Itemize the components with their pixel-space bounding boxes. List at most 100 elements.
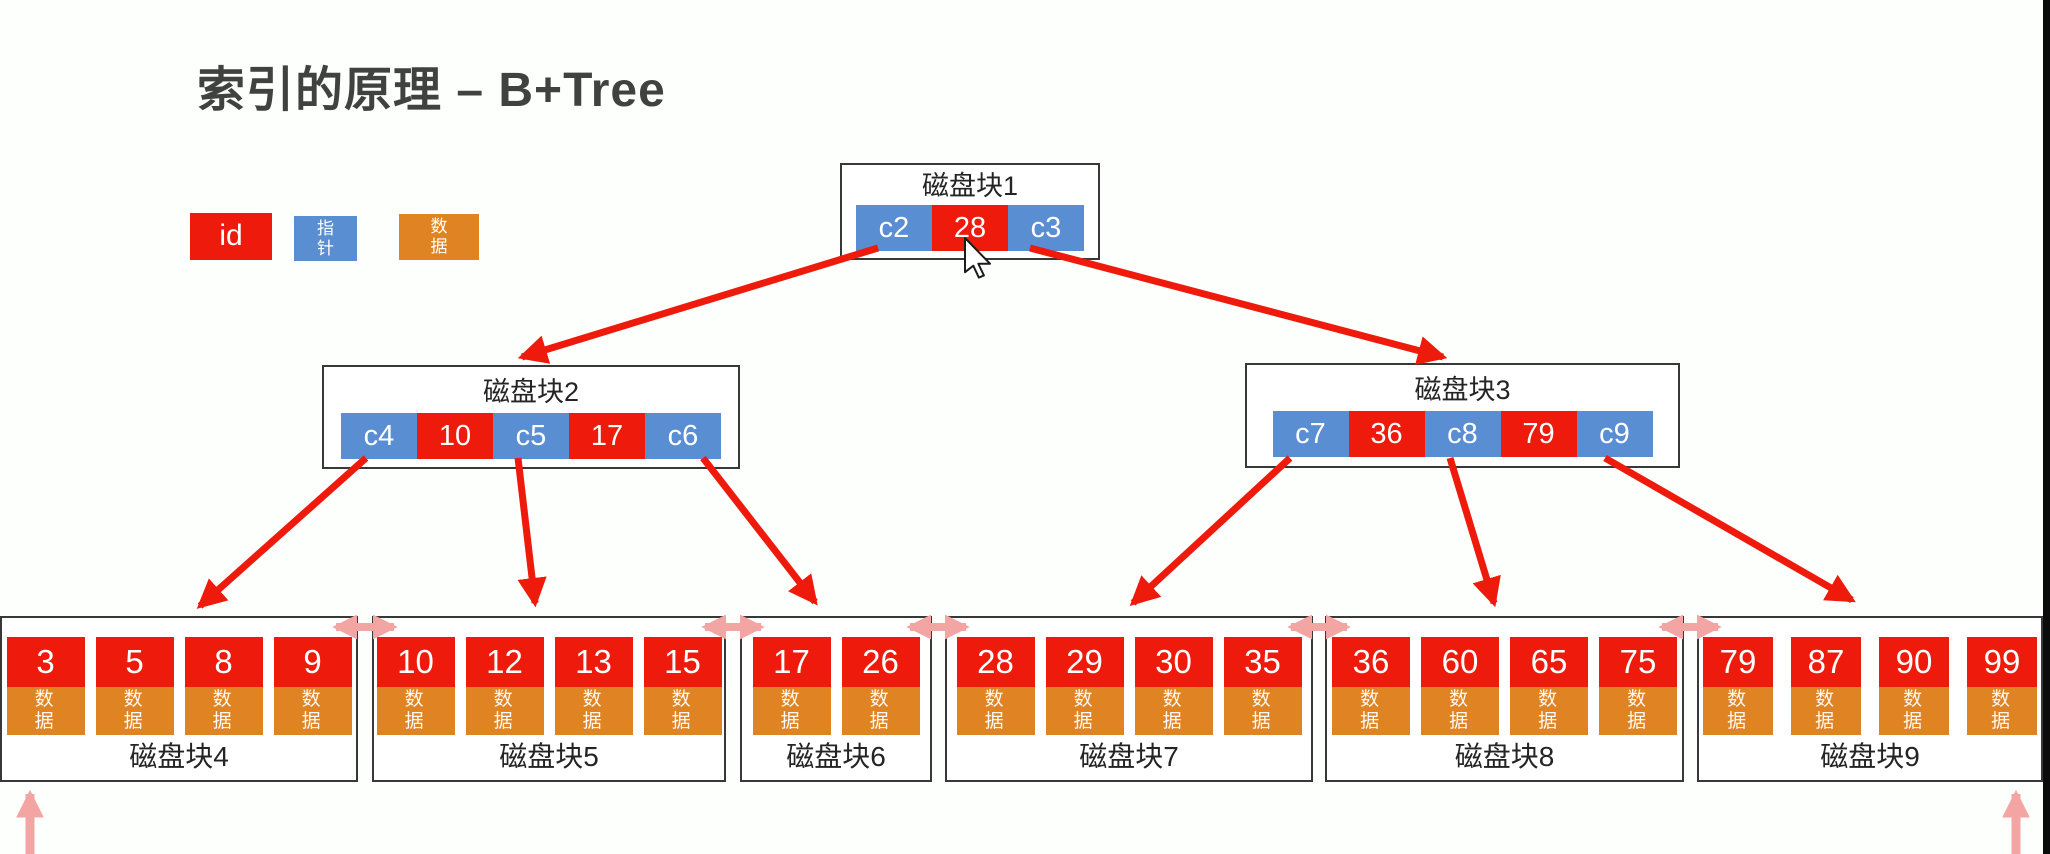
leaf-disk-block-8: 36 数据 60 数据 65 数据 75 数据 磁盘块8 bbox=[1325, 616, 1684, 782]
record-data-label: 数据 bbox=[1162, 689, 1182, 732]
record-cell: 3 数据 bbox=[6, 637, 85, 735]
record-data-label: 数据 bbox=[34, 689, 54, 732]
record-data-label: 数据 bbox=[1627, 689, 1647, 732]
leaf-cells: 10 数据 12 数据 13 数据 15 数据 bbox=[374, 637, 724, 735]
record-data: 数据 bbox=[6, 687, 85, 735]
record-data-label: 数据 bbox=[1991, 689, 2011, 732]
record-id: 10 bbox=[376, 637, 455, 687]
record-id: 65 bbox=[1510, 637, 1588, 687]
record-data-label: 数据 bbox=[1538, 689, 1558, 732]
record-data: 数据 bbox=[376, 687, 455, 735]
leaf-cells: 36 数据 60 数据 65 数据 75 数据 bbox=[1327, 637, 1682, 735]
record-data-label: 数据 bbox=[582, 689, 602, 732]
record-cell: 36 数据 bbox=[1332, 637, 1410, 735]
node-title: 磁盘块1 bbox=[921, 171, 1019, 201]
arrow-c6-to-block6 bbox=[700, 455, 818, 606]
pointer-cell: c5 bbox=[493, 413, 569, 459]
arrow-c5-to-block5 bbox=[514, 457, 547, 608]
record-id: 30 bbox=[1134, 637, 1213, 687]
id-cell: 17 bbox=[569, 413, 645, 459]
leaf-title: 磁盘块9 bbox=[1820, 741, 1920, 772]
leaf-cells: 79 数据 87 数据 90 数据 99 数据 bbox=[1699, 637, 2041, 735]
record-cell: 28 数据 bbox=[956, 637, 1035, 735]
record-data: 数据 bbox=[1134, 687, 1213, 735]
node-disk-block-1: 磁盘块1 c2 28 c3 bbox=[840, 163, 1100, 260]
sequential-access-arrows bbox=[16, 789, 2030, 854]
arrow-root-to-block3 bbox=[1029, 244, 1448, 365]
record-id: 3 bbox=[6, 637, 85, 687]
leaf-title: 磁盘块7 bbox=[1079, 741, 1179, 772]
record-data-label: 数据 bbox=[1449, 689, 1469, 732]
record-cell: 75 数据 bbox=[1599, 637, 1677, 735]
leaf-disk-block-6: 17 数据 26 数据 磁盘块6 bbox=[740, 616, 932, 782]
id-cell: 79 bbox=[1500, 411, 1577, 457]
legend-pointer-label: 指针 bbox=[316, 219, 334, 258]
record-data: 数据 bbox=[95, 687, 174, 735]
record-data-label: 数据 bbox=[671, 689, 691, 732]
pointer-cell: c6 bbox=[645, 413, 721, 459]
record-data-label: 数据 bbox=[404, 689, 424, 732]
record-cell: 12 数据 bbox=[465, 637, 544, 735]
record-data: 数据 bbox=[465, 687, 544, 735]
record-cell: 9 数据 bbox=[273, 637, 352, 735]
record-data: 数据 bbox=[273, 687, 352, 735]
arrow-c4-to-block4 bbox=[196, 455, 369, 609]
record-id: 90 bbox=[1879, 637, 1949, 687]
record-data: 数据 bbox=[643, 687, 722, 735]
record-data: 数据 bbox=[1599, 687, 1677, 735]
record-data-label: 数据 bbox=[984, 689, 1004, 732]
id-cell: 10 bbox=[417, 413, 493, 459]
record-id: 13 bbox=[554, 637, 633, 687]
leaf-cells: 28 数据 29 数据 30 数据 35 数据 bbox=[947, 637, 1311, 735]
legend-data: 数据 bbox=[399, 214, 479, 260]
node-title: 磁盘块3 bbox=[1414, 375, 1511, 405]
record-cell: 90 数据 bbox=[1879, 637, 1949, 735]
pointer-cell: c7 bbox=[1272, 411, 1349, 457]
record-data-label: 数据 bbox=[869, 689, 889, 732]
record-cell: 79 数据 bbox=[1703, 637, 1773, 735]
record-data: 数据 bbox=[1045, 687, 1124, 735]
record-id: 60 bbox=[1421, 637, 1499, 687]
leaf-cells: 17 数据 26 数据 bbox=[742, 637, 930, 735]
record-data: 数据 bbox=[1510, 687, 1588, 735]
record-data-label: 数据 bbox=[1903, 689, 1923, 732]
record-cell: 35 数据 bbox=[1223, 637, 1302, 735]
record-data-label: 数据 bbox=[212, 689, 232, 732]
record-cell: 5 数据 bbox=[95, 637, 174, 735]
node-cells: c7 36 c8 79 c9 bbox=[1247, 411, 1678, 457]
pointer-cell: c8 bbox=[1424, 411, 1501, 457]
record-data-label: 数据 bbox=[301, 689, 321, 732]
record-cell: 87 数据 bbox=[1791, 637, 1861, 735]
leaf-cells: 3 数据 5 数据 8 数据 9 数据 bbox=[2, 637, 356, 735]
record-data: 数据 bbox=[1967, 687, 2037, 735]
arrow-c9-to-block9 bbox=[1603, 454, 1856, 604]
leaf-title: 磁盘块8 bbox=[1454, 741, 1555, 772]
record-id: 5 bbox=[95, 637, 174, 687]
arrow-c7-to-block7 bbox=[1129, 455, 1293, 606]
record-cell: 60 数据 bbox=[1421, 637, 1499, 735]
record-data-label: 数据 bbox=[1360, 689, 1380, 732]
node-cells: c2 28 c3 bbox=[842, 205, 1098, 251]
record-id: 15 bbox=[643, 637, 722, 687]
record-cell: 30 数据 bbox=[1134, 637, 1213, 735]
node-disk-block-2: 磁盘块2 c4 10 c5 17 c6 bbox=[322, 365, 740, 469]
record-data: 数据 bbox=[1791, 687, 1861, 735]
record-data-label: 数据 bbox=[1073, 689, 1093, 732]
leaf-disk-block-5: 10 数据 12 数据 13 数据 15 数据 磁盘块5 bbox=[372, 616, 726, 782]
record-data: 数据 bbox=[841, 687, 920, 735]
record-data: 数据 bbox=[752, 687, 831, 735]
legend-pointer: 指针 bbox=[294, 216, 357, 261]
id-cell: 36 bbox=[1348, 411, 1425, 457]
record-data-label: 数据 bbox=[780, 689, 800, 732]
id-cell: 28 bbox=[932, 205, 1008, 251]
record-id: 17 bbox=[752, 637, 831, 687]
record-id: 28 bbox=[956, 637, 1035, 687]
record-data-label: 数据 bbox=[1251, 689, 1271, 732]
record-id: 29 bbox=[1045, 637, 1124, 687]
page-title: 索引的原理 – B+Tree bbox=[197, 64, 666, 117]
record-cell: 15 数据 bbox=[643, 637, 722, 735]
record-cell: 26 数据 bbox=[841, 637, 920, 735]
record-id: 35 bbox=[1223, 637, 1302, 687]
leaf-disk-block-4: 3 数据 5 数据 8 数据 9 数据 磁盘块4 bbox=[0, 616, 358, 782]
